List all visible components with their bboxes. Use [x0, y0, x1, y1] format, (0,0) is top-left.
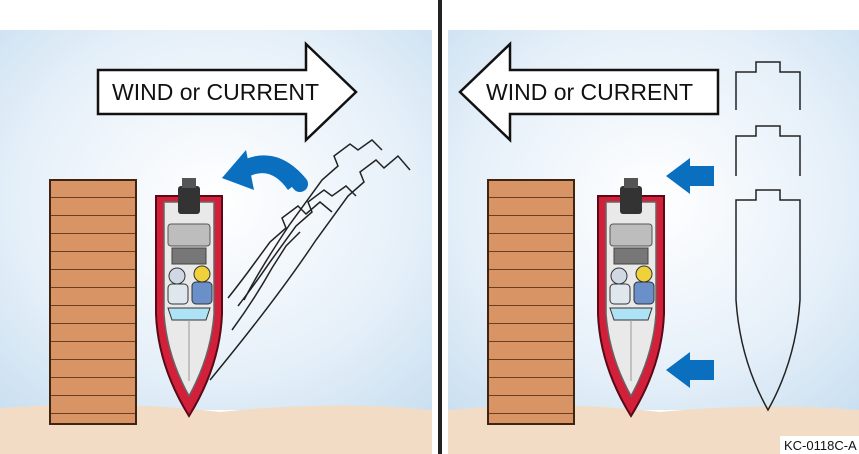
right-panel: WIND or CURRENT KC-0118C-A	[448, 30, 859, 454]
wind-label-right: WIND or CURRENT	[486, 79, 693, 105]
left-panel: WIND or CURRENT	[0, 30, 432, 454]
figure-code: KC-0118C-A	[784, 438, 857, 453]
dock-left	[50, 180, 136, 424]
wind-label-left: WIND or CURRENT	[112, 79, 319, 105]
dock-right	[488, 180, 574, 424]
